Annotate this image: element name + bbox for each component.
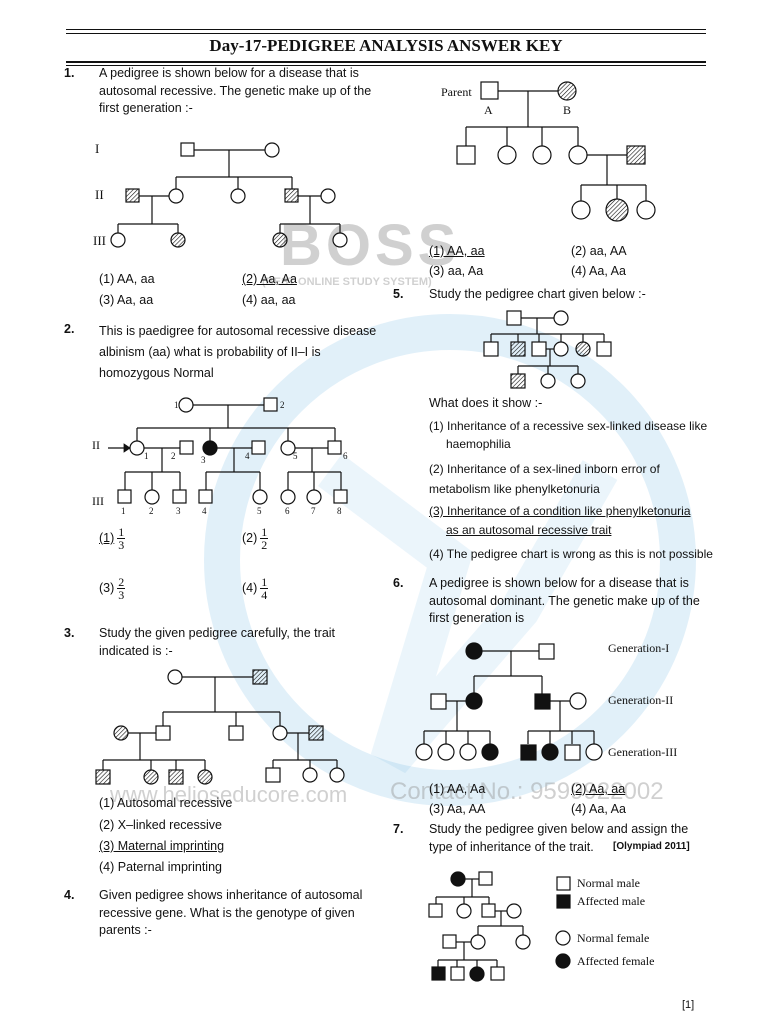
- q6-text: A pedigree is shown below for a disease …: [429, 576, 700, 625]
- q4-parent-label: Parent: [441, 85, 472, 99]
- q6-option-4: (4) Aa, Aa: [571, 802, 626, 816]
- q7-tag: [Olympiad 2011]: [613, 841, 690, 852]
- q4-parent-a: A: [484, 103, 493, 117]
- q2-gen-label-2: II: [92, 438, 100, 452]
- q3-option-4: (4) Paternal imprinting: [99, 860, 222, 874]
- page-title: Day-17-PEDIGREE ANALYSIS ANSWER KEY: [209, 36, 563, 55]
- q5-option-3a: (3) Inheritance of a condition like phen…: [429, 504, 691, 518]
- q1-option-3: (3) Aa, aa: [99, 293, 154, 307]
- q4-option-2: (2) aa, AA: [571, 244, 627, 258]
- q1-gen-label-2: II: [95, 187, 104, 202]
- q6-number: 6.: [393, 576, 404, 590]
- q7-legend-normal-male: Normal male: [577, 876, 640, 890]
- q2-label-g3-2: 2: [149, 506, 154, 516]
- q7-legend-normal-female: Normal female: [577, 931, 650, 945]
- q2-number: 2.: [64, 322, 75, 336]
- q2-label-g3-3: 3: [176, 506, 181, 516]
- q3-option-1: (1) Autosomal recessive: [99, 796, 233, 810]
- q2-label-g2-6: 6: [343, 451, 348, 461]
- q2-label-g2-3: 3: [201, 455, 206, 465]
- q4-option-3: (3) aa, Aa: [429, 264, 484, 278]
- q6-gen-label-2: Generation-II: [608, 693, 674, 707]
- q6-gen-label-3: Generation-III: [608, 745, 678, 759]
- q6-option-2: (2) Aa, aa: [571, 782, 626, 796]
- q2-label-g2-2: 2: [171, 451, 176, 461]
- q7-number: 7.: [393, 822, 404, 836]
- q6-option-1: (1) AA, Aa: [429, 782, 486, 796]
- q1-option-4: (4) aa, aa: [242, 293, 296, 307]
- q1-option-2: (2) Aa, Aa: [242, 272, 297, 286]
- q2-label-g3-8: 8: [337, 506, 342, 516]
- q5-option-2b: metabolism like phenylketonuria: [429, 482, 600, 496]
- q2-label-g3-4: 4: [202, 506, 207, 516]
- q2-label-g3-1: 1: [121, 506, 126, 516]
- page-number: [1]: [682, 999, 695, 1011]
- q5-text: Study the pedigree chart given below :-: [429, 287, 646, 301]
- q5-option-1b: haemophilia: [446, 437, 511, 451]
- q2-label-g2-1: 1: [144, 451, 149, 461]
- q4-option-4: (4) Aa, Aa: [571, 264, 626, 278]
- q2-label-g3-7: 7: [311, 506, 316, 516]
- q2-label-top-2: 2: [280, 400, 285, 410]
- q3-text: Study the given pedigree carefully, the …: [99, 626, 336, 658]
- q5-option-1a: (1) Inheritance of a recessive sex-linke…: [429, 419, 708, 433]
- q4-parent-b: B: [563, 103, 572, 117]
- q2-label-g2-4: 4: [245, 451, 250, 461]
- q5-option-3b: as an autosomal recessive trait: [446, 523, 612, 537]
- q4-text: Given pedigree shows inheritance of auto…: [99, 888, 363, 937]
- q5-option-4: (4) The pedigree chart is wrong as this …: [429, 547, 713, 561]
- header-rule-top2: [66, 33, 706, 34]
- header-rule-bottom: [66, 61, 706, 63]
- q7-text: Study the pedigree given below and assig…: [429, 822, 689, 854]
- q6-option-3: (3) Aa, AA: [429, 802, 486, 816]
- q2-label-g3-6: 6: [285, 506, 290, 516]
- q5-number: 5.: [393, 287, 404, 301]
- q3-option-3: (3) Maternal imprinting: [99, 839, 225, 853]
- q5-question: What does it show :-: [429, 396, 543, 410]
- q1-text: A pedigree is shown below for a disease …: [99, 66, 372, 115]
- q2-text: This is paedigree for autosomal recessiv…: [99, 324, 377, 380]
- q7-legend-affected-male: Affected male: [577, 894, 646, 908]
- q3-option-2: (2) X–linked recessive: [99, 818, 222, 832]
- q3-number: 3.: [64, 626, 75, 640]
- header-rule-top: [66, 29, 706, 30]
- q4-number: 4.: [64, 888, 75, 902]
- q1-number: 1.: [64, 66, 75, 80]
- q2-gen-label-3: III: [92, 494, 104, 508]
- q6-gen-label-1: Generation-I: [608, 641, 670, 655]
- q2-label-g3-5: 5: [257, 506, 262, 516]
- q5-option-2a: (2) Inheritance of a sex-lined inborn er…: [429, 462, 660, 476]
- q1-gen-label-3: III: [93, 233, 106, 248]
- q7-legend-affected-female: Affected female: [577, 954, 655, 968]
- q2-label-g2-5: 5: [293, 451, 298, 461]
- q2-label-top-1: 1: [174, 400, 179, 410]
- q1-option-1: (1) AA, aa: [99, 272, 155, 286]
- q4-option-1: (1) AA, aa: [429, 244, 485, 258]
- header-rule-bottom2: [66, 65, 706, 66]
- q1-gen-label-1: I: [95, 141, 100, 156]
